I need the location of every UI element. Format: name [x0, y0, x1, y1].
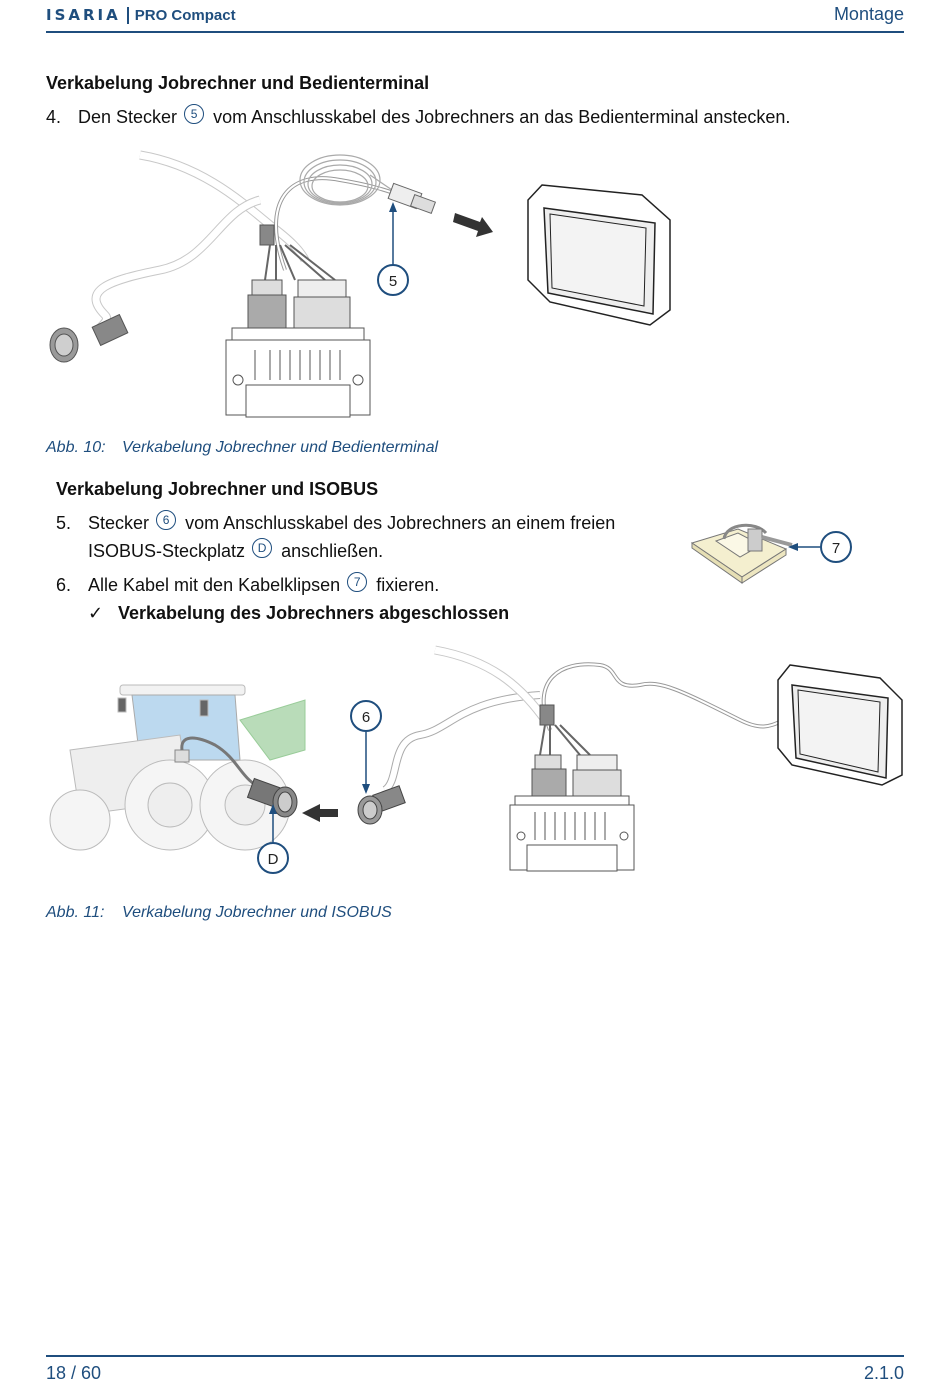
callout-5: 5: [377, 202, 409, 296]
isobus-plug: [49, 313, 129, 363]
brand-name: ISARIA: [46, 6, 121, 24]
step-text: Alle Kabel mit den Kabelklipsen 7 fixier…: [88, 571, 439, 599]
callout-5-label: 5: [389, 273, 397, 290]
job-computer: [509, 704, 635, 872]
step-text: Stecker 6 vom Anschlusskabel des Jobrech…: [88, 509, 615, 565]
footer-divider: [46, 1355, 904, 1357]
check-icon: ✓: [88, 603, 104, 623]
cable-clip: [690, 523, 793, 584]
tractor-isobus-cable: [180, 736, 266, 792]
figure-11-illustration: D 6: [49, 645, 903, 874]
step-text: Den Stecker 5 vom Anschlusskabel des Job…: [78, 103, 790, 131]
callout-d-label: D: [268, 851, 279, 868]
logo-divider: [126, 6, 129, 24]
header-divider: [46, 31, 904, 33]
step-number: 5.: [56, 513, 72, 533]
page-number: 18 / 60: [46, 1363, 102, 1383]
dsub-connector: [387, 182, 437, 215]
step-number: 4.: [46, 107, 62, 127]
step-4: 4. Den Stecker 5 vom Anschlusskabel des …: [46, 103, 790, 131]
operator-terminal: [527, 184, 671, 326]
callout-5-icon: 5: [184, 104, 205, 124]
callout-d: D: [257, 804, 289, 874]
callout-6: 6: [350, 700, 382, 794]
job-computer: [225, 224, 371, 418]
callout-7: 7: [788, 531, 852, 563]
result-text: Verkabelung des Jobrechners abgeschlosse…: [118, 603, 510, 623]
document-version: 2.1.0: [863, 1363, 904, 1383]
step-6: 6. Alle Kabel mit den Kabelklipsen 7 fix…: [56, 571, 439, 599]
section-heading-terminal: Verkabelung Jobrechner und Bedientermina…: [46, 73, 430, 93]
step-5: 5. Stecker 6 vom Anschlusskabel des Jobr…: [56, 509, 656, 565]
callout-6-icon: 6: [156, 510, 177, 530]
coiled-cable: [299, 154, 396, 206]
step-number: 6.: [56, 575, 72, 595]
callout-7-label: 7: [832, 540, 840, 557]
figure-label: Abb. 11:: [46, 904, 105, 921]
figure-label: Abb. 10:: [46, 439, 106, 456]
figure-caption-text: Verkabelung Jobrechner und ISOBUS: [122, 904, 392, 921]
figure-10-illustration: 5: [49, 150, 671, 418]
product-name: PRO Compact: [134, 6, 236, 24]
chapter-title: Montage: [833, 4, 904, 24]
figure-10-caption: Abb. 10: Verkabelung Jobrechner und Bedi…: [46, 439, 438, 457]
figure-11-caption: Abb. 11: Verkabelung Jobrechner und ISOB…: [46, 904, 392, 922]
cable-harness: [91, 150, 401, 333]
section-heading-isobus: Verkabelung Jobrechner und ISOBUS: [56, 479, 379, 499]
isobus-plug: [357, 785, 406, 825]
tractor: [49, 684, 306, 851]
operator-terminal: [777, 664, 903, 786]
direction-arrow-icon: [302, 804, 338, 822]
result-line: ✓ Verkabelung des Jobrechners abgeschlos…: [88, 603, 509, 624]
isobus-socket: [246, 777, 298, 818]
callout-7-icon: 7: [347, 572, 368, 592]
figure-caption-text: Verkabelung Jobrechner und Bedientermina…: [122, 439, 439, 456]
direction-arrow-icon: [453, 213, 493, 237]
callout-6-label: 6: [362, 709, 370, 726]
brand-logo: ISARIA PRO Compact: [46, 6, 236, 24]
cable-clip-illustration: 7: [690, 523, 852, 584]
callout-d-icon: D: [252, 538, 273, 558]
